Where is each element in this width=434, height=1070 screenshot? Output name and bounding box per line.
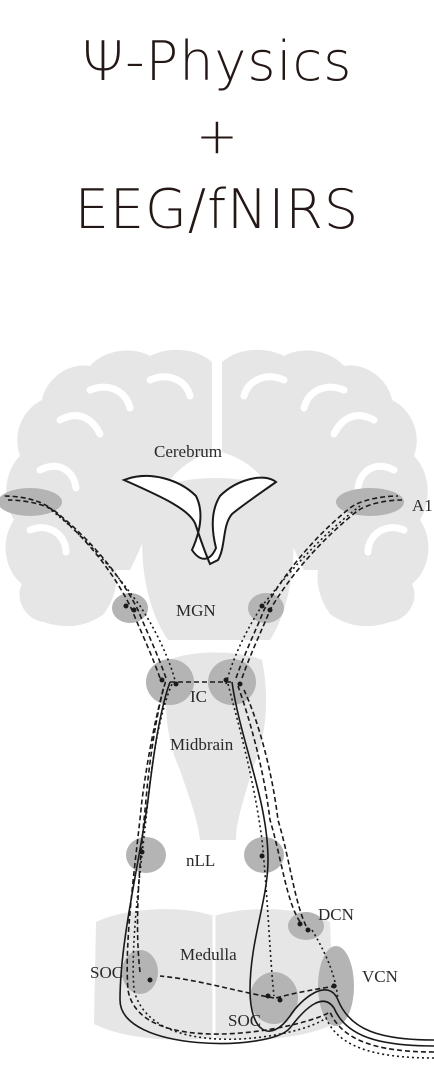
title-plus: + [0, 104, 434, 168]
title-block: Ψ-Physics + EEG/fNIRS [0, 20, 434, 252]
label-vcn: VCN [362, 967, 398, 986]
title-psi-physics: Ψ-Physics [0, 20, 434, 104]
title-eeg-fnirs: EEG/fNIRS [0, 168, 434, 252]
label-medulla: Medulla [180, 945, 237, 964]
mgn-left-nucleus [112, 593, 148, 623]
label-a1: A1 [412, 496, 433, 515]
label-soc-right: SOC [228, 1011, 261, 1030]
label-midbrain: Midbrain [170, 735, 234, 754]
label-cerebrum: Cerebrum [154, 442, 222, 461]
label-soc-left: SOC [90, 963, 123, 982]
label-mgn: MGN [176, 601, 216, 620]
label-ic: IC [190, 687, 207, 706]
auditory-pathway-diagram: Cerebrum A1 MGN IC Midbrain nLL DCN Medu… [0, 300, 434, 1070]
nll-left-nucleus [126, 837, 166, 873]
label-nll: nLL [186, 851, 215, 870]
label-dcn: DCN [318, 905, 354, 924]
